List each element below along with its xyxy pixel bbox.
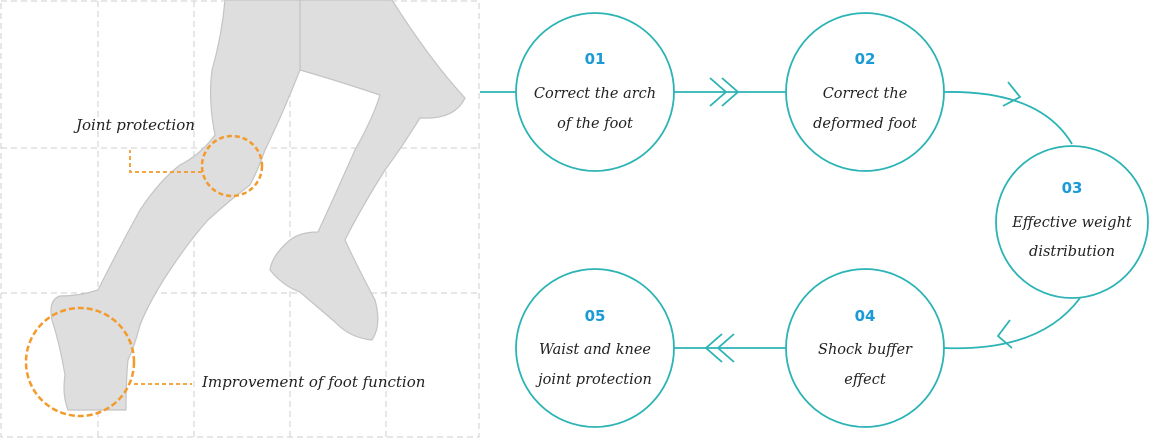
double-arrow-left-icon bbox=[716, 333, 735, 363]
step-circle bbox=[785, 12, 945, 172]
step-03: 03 Effective weight distribution bbox=[995, 145, 1149, 299]
step-number: 02 bbox=[855, 50, 876, 68]
step-text-line2: distribution bbox=[1029, 244, 1115, 260]
step-01: 01 Correct the arch of the foot bbox=[515, 12, 675, 172]
foot-function-label: Improvement of foot function bbox=[201, 373, 425, 391]
foot-highlight-circle bbox=[24, 306, 136, 418]
step-text-line1: Correct the arch bbox=[534, 86, 656, 102]
back-leg bbox=[269, 0, 466, 341]
joint-callout: Joint protection bbox=[73, 116, 264, 198]
step-number: 05 bbox=[585, 307, 606, 325]
step-text-line1: Correct the bbox=[823, 86, 908, 102]
step-text-line1: Shock buffer bbox=[818, 342, 913, 358]
double-arrow-right-icon bbox=[709, 77, 728, 107]
leg-silhouette bbox=[50, 0, 466, 411]
step-02: 02 Correct the deformed foot bbox=[785, 12, 945, 172]
front-leg bbox=[50, 0, 301, 411]
knee-highlight-circle bbox=[200, 134, 264, 198]
step-text-line1: Effective weight bbox=[1011, 215, 1132, 231]
step-text-line2: of the foot bbox=[557, 116, 633, 132]
step-circle bbox=[995, 145, 1149, 299]
arrow-left-icon bbox=[996, 319, 1013, 349]
step-text-line2: deformed foot bbox=[813, 116, 917, 132]
step-text-line2: effect bbox=[844, 372, 886, 388]
step-text-line1: Waist and knee bbox=[539, 342, 651, 358]
joint-protection-label: Joint protection bbox=[73, 116, 195, 134]
flow-connectors bbox=[480, 77, 1081, 363]
step-number: 01 bbox=[585, 50, 606, 68]
joint-leader-line bbox=[129, 150, 202, 173]
step-circle bbox=[785, 268, 945, 428]
step-05: 05 Waist and knee joint protection bbox=[515, 268, 675, 428]
step-circle bbox=[515, 12, 675, 172]
step-04: 04 Shock buffer effect bbox=[785, 268, 945, 428]
step-text-line2: joint protection bbox=[535, 372, 652, 388]
arrow-right-icon bbox=[1002, 81, 1022, 107]
step-number: 04 bbox=[855, 307, 876, 325]
foot-callout: Improvement of foot function bbox=[24, 306, 425, 418]
step-number: 03 bbox=[1062, 179, 1083, 197]
connector-03-04 bbox=[943, 297, 1081, 350]
connector-02-03 bbox=[943, 91, 1073, 145]
step-circle bbox=[515, 268, 675, 428]
